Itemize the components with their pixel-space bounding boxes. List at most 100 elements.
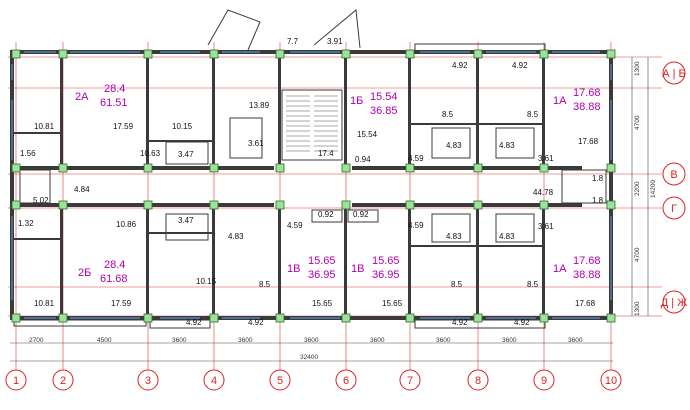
apt-1a-bottom-type: 1А — [553, 263, 567, 275]
dimension-lines — [10, 57, 649, 362]
stairwell — [207, 9, 361, 161]
dim-bottom: 2700 — [29, 337, 44, 344]
room-area: 17.68 — [575, 299, 596, 308]
column — [143, 49, 153, 59]
room-area: 7.7 — [287, 37, 299, 46]
axis-row-marker — [662, 290, 686, 314]
room-area: 15.65 — [312, 299, 333, 308]
room-area: 4.83 — [446, 232, 462, 241]
room-area: 1.56 — [20, 149, 36, 158]
axis-row-label: Д | Ж — [661, 297, 688, 309]
apt-1a-bottom-total: 38.88 — [573, 269, 601, 281]
room-area: 0.92 — [318, 210, 334, 219]
dim-bottom: 3600 — [436, 337, 451, 344]
column — [58, 200, 68, 210]
column — [539, 49, 549, 59]
room-area: 8.5 — [259, 280, 271, 289]
column — [341, 200, 351, 210]
room-area: 4.59 — [287, 221, 303, 230]
room-area: 4.92 — [512, 61, 528, 70]
apartment-labels: 2А 28.4 61.51 1Б 15.54 36.85 1А 17.68 38… — [75, 83, 601, 285]
room-area: 15.54 — [357, 130, 378, 139]
apt-2b-type: 2Б — [78, 267, 91, 279]
column — [341, 49, 351, 59]
column — [473, 200, 483, 210]
column — [405, 200, 415, 210]
room-area: 4.92 — [452, 61, 468, 70]
axis-marker-circle — [399, 369, 421, 391]
apt-1v-right-total: 36.95 — [372, 269, 400, 281]
room-area: 44.78 — [533, 188, 554, 197]
axis-marker-label: 7 — [407, 375, 413, 387]
room-area: 17.4 — [318, 149, 334, 158]
column — [58, 49, 68, 59]
dim-bottom: 3600 — [238, 337, 253, 344]
room-area: 4.83 — [446, 141, 462, 150]
room-area: 4.92 — [248, 318, 264, 327]
room-area: 4.83 — [499, 232, 515, 241]
room-area: 15.65 — [382, 299, 403, 308]
dim-right: 4700 — [634, 247, 641, 262]
axis-marker-label: 4 — [211, 375, 217, 387]
room-area: 4.92 — [186, 318, 202, 327]
axis-row-label: В — [670, 169, 677, 181]
column — [209, 200, 219, 210]
axis-marker-circle — [52, 369, 74, 391]
dim-bottom: 4500 — [97, 337, 112, 344]
dim-bottom: 3600 — [568, 337, 583, 344]
axis-row-label: А | Б — [662, 68, 686, 80]
room-area: 10.63 — [140, 149, 161, 158]
axis-marker-label: 10 — [605, 375, 617, 387]
room-area: 8.5 — [451, 280, 463, 289]
apt-1v-right-living: 15.65 — [372, 255, 400, 267]
room-area: 17.68 — [578, 137, 599, 146]
axis-row-label: Г — [671, 203, 677, 215]
dim-total: 32400 — [300, 354, 318, 361]
apt-1a-top-total: 38.88 — [573, 101, 601, 113]
axis-marker-circle — [533, 369, 555, 391]
apt-1a-bottom-living: 17.68 — [573, 255, 601, 267]
dim-right: 1300 — [634, 301, 641, 316]
column — [58, 163, 68, 173]
dim-right: 1300 — [634, 61, 641, 76]
room-area: 8.5 — [527, 280, 539, 289]
column — [405, 49, 415, 59]
room-area-labels: 7.7 3.91 13.89 4.92 4.92 10.81 17.59 10.… — [18, 37, 604, 327]
room-area: 8.5 — [442, 110, 454, 119]
apt-1v-left-living: 15.65 — [308, 255, 336, 267]
column — [539, 163, 549, 173]
column — [275, 313, 285, 323]
dim-bottom: 3600 — [172, 337, 187, 344]
column — [143, 200, 153, 210]
room-area: 17.59 — [111, 299, 132, 308]
column — [606, 163, 616, 173]
column — [341, 313, 351, 323]
axis-marker-circle — [269, 369, 291, 391]
apt-1b-total: 36.85 — [370, 105, 398, 117]
column — [539, 200, 549, 210]
room-area: 3.47 — [178, 216, 194, 225]
column — [11, 313, 21, 323]
column — [209, 49, 219, 59]
structural-columns — [11, 49, 616, 323]
apt-1a-top-living: 17.68 — [573, 87, 601, 99]
room-area: 17.59 — [113, 122, 134, 131]
column — [606, 49, 616, 59]
dim-bottom: 3600 — [370, 337, 385, 344]
axis-marker-circle — [467, 369, 489, 391]
axis-marker-label: 3 — [145, 375, 151, 387]
column — [209, 163, 219, 173]
axis-row-marker — [662, 61, 686, 85]
room-area: 4.92 — [452, 318, 468, 327]
apt-2b-total: 61.68 — [100, 273, 128, 285]
column — [58, 313, 68, 323]
dim-bottom: 3600 — [304, 337, 319, 344]
column — [275, 49, 285, 59]
room-area: 5.02 — [33, 196, 49, 205]
axis-marker-label: 8 — [475, 375, 481, 387]
apt-1v-right-type: 1В — [351, 263, 364, 275]
axis-marker-label: 6 — [343, 375, 349, 387]
room-area: 1.8 — [592, 196, 604, 205]
apt-2a-type: 2А — [75, 91, 89, 103]
